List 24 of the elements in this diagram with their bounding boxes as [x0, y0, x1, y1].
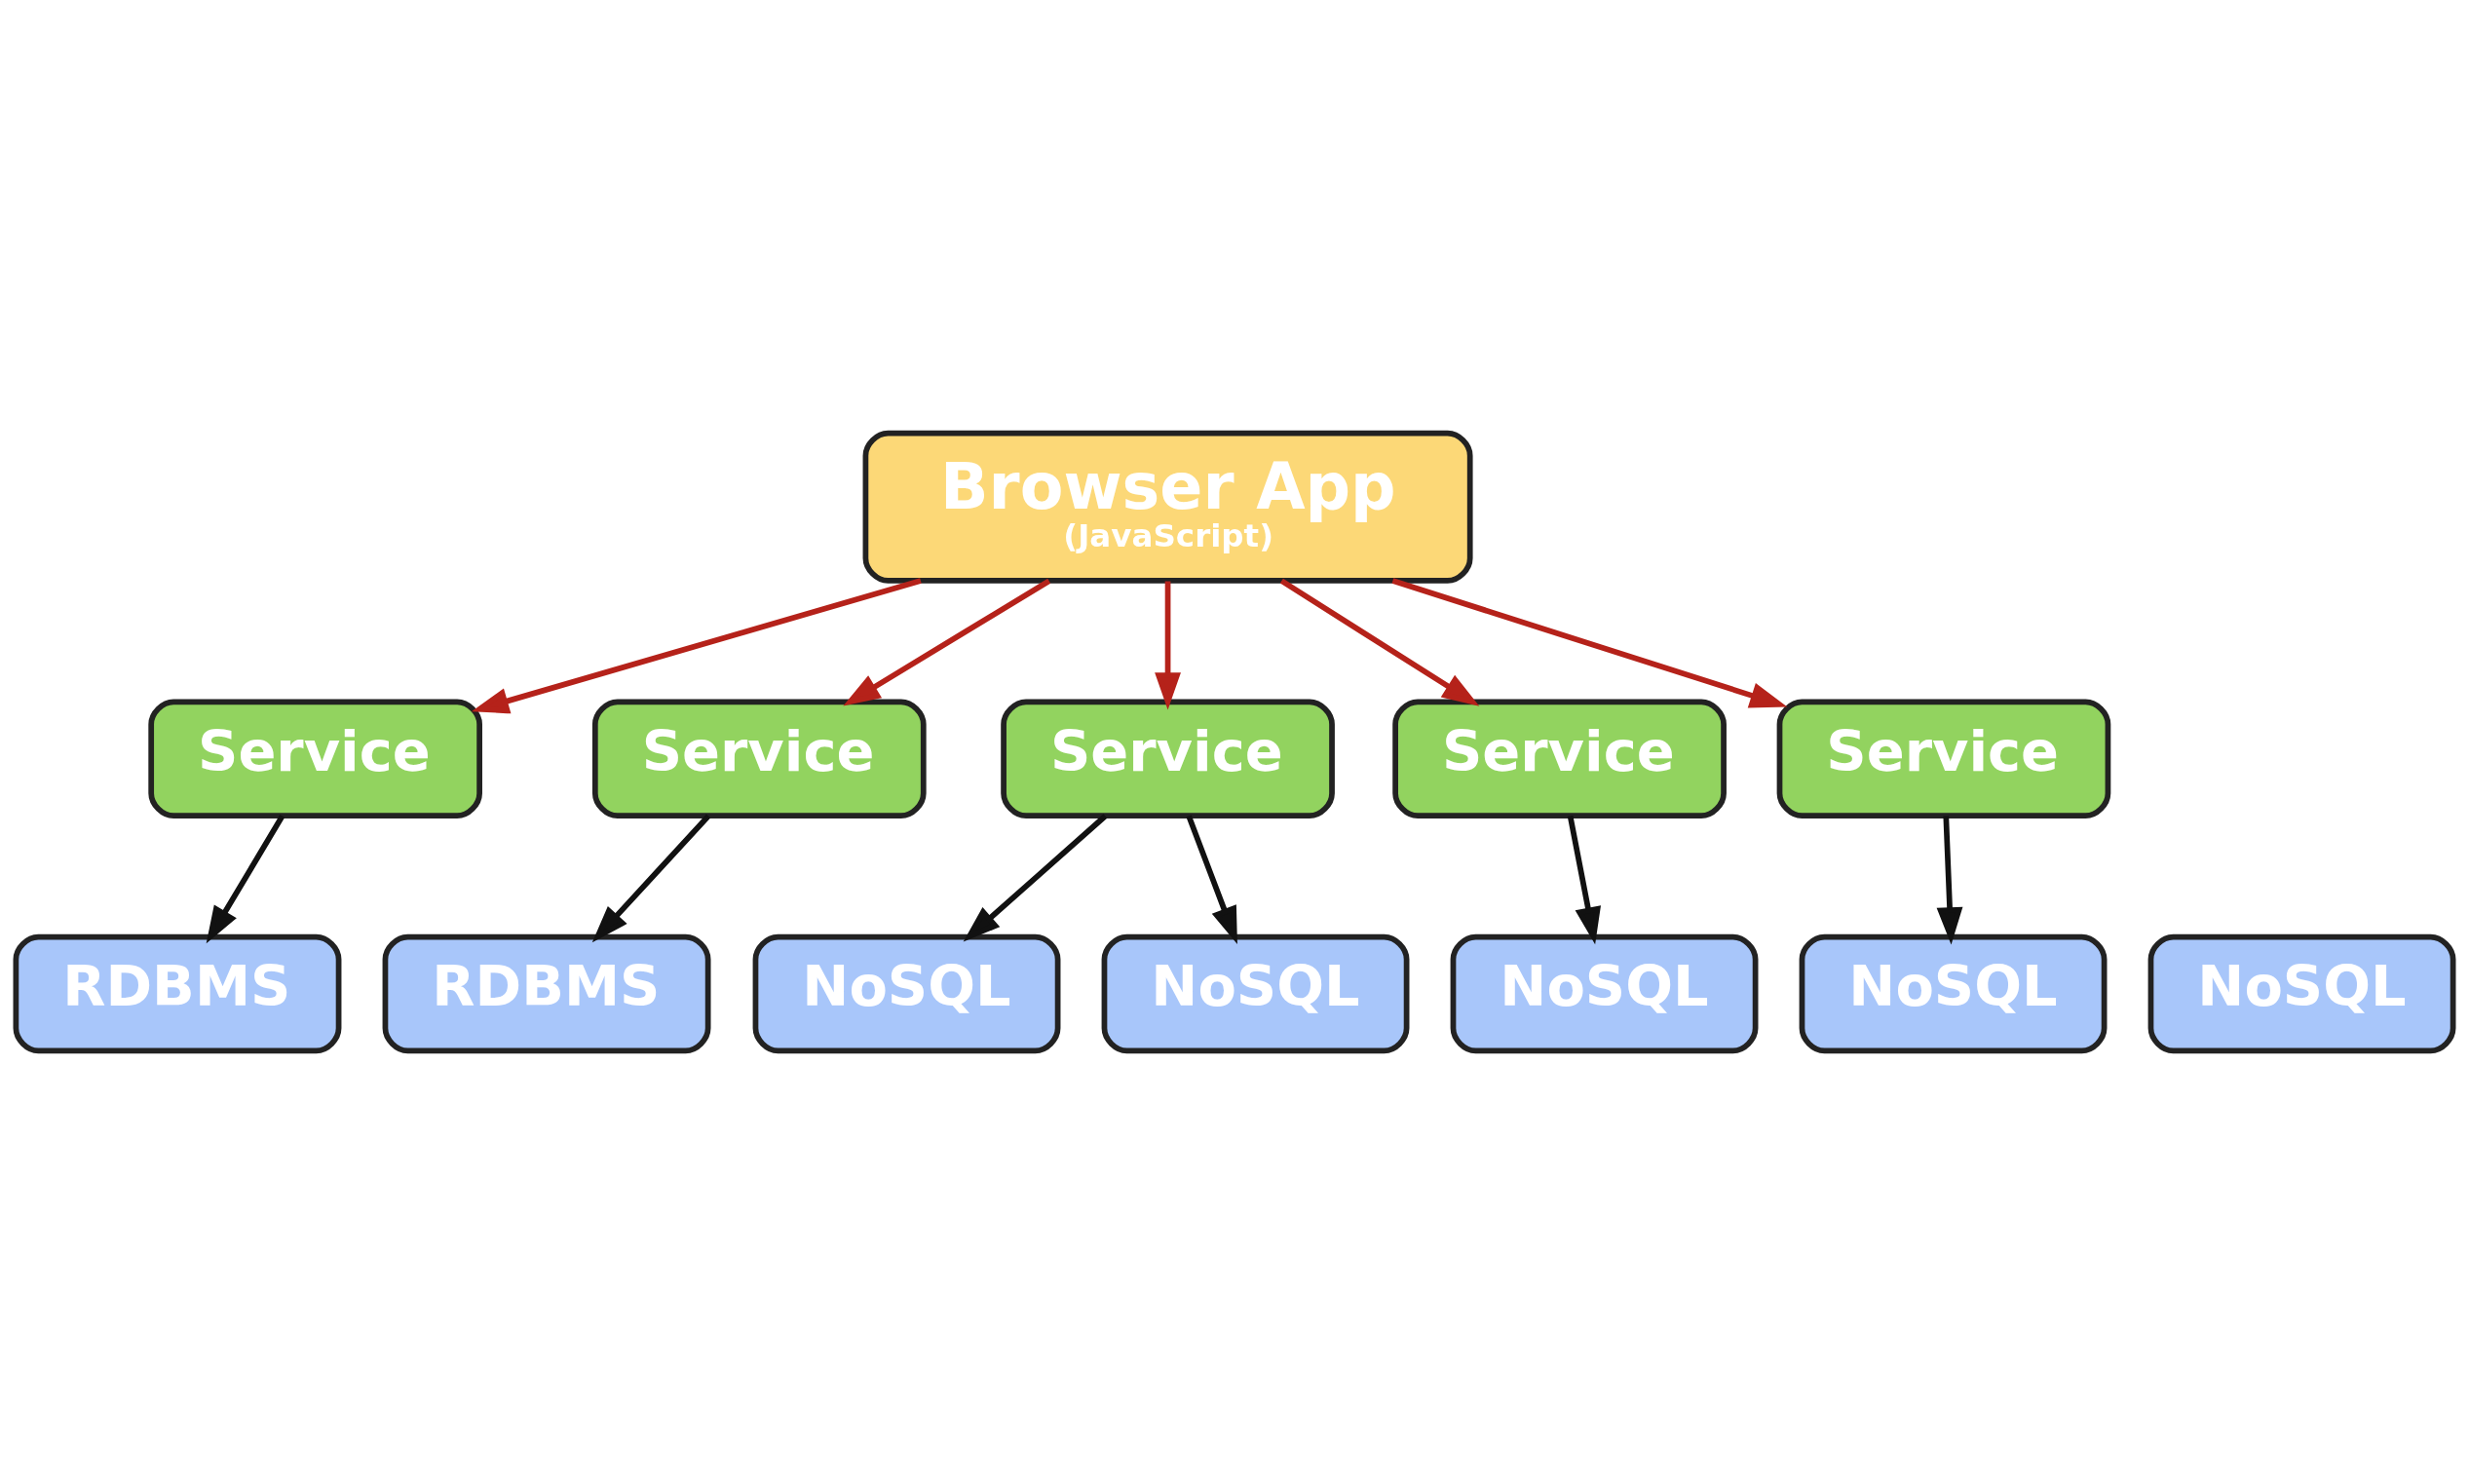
node-box: NoSQL: [752, 933, 1061, 1054]
node-box: Service: [591, 699, 927, 818]
node-box: NoSQL: [1450, 933, 1759, 1054]
arrow: [1186, 815, 1237, 944]
node-box: NoSQL: [2147, 933, 2456, 1054]
node-box: Service: [148, 699, 482, 818]
node-box: NoSQL: [1101, 933, 1410, 1054]
arrow: [471, 578, 922, 714]
node-box: NoSQL: [1799, 933, 2108, 1054]
node-box: Service: [1776, 699, 2111, 818]
arrow: [1279, 578, 1480, 706]
arrow: [1567, 815, 1601, 945]
node-box: Service: [1001, 699, 1335, 818]
arrow: [591, 814, 711, 943]
arrow: [1936, 816, 1963, 945]
node-box: Service: [1392, 699, 1727, 818]
arrow: [843, 578, 1051, 706]
node-box: RDBMS: [382, 933, 711, 1054]
node-box: RDBMS: [13, 933, 342, 1054]
node-box: Browser App (JavaScript): [862, 430, 1473, 584]
arrow: [1391, 578, 1788, 708]
arrow: [206, 815, 285, 944]
arrow: [1155, 581, 1181, 710]
arrow: [963, 814, 1108, 942]
